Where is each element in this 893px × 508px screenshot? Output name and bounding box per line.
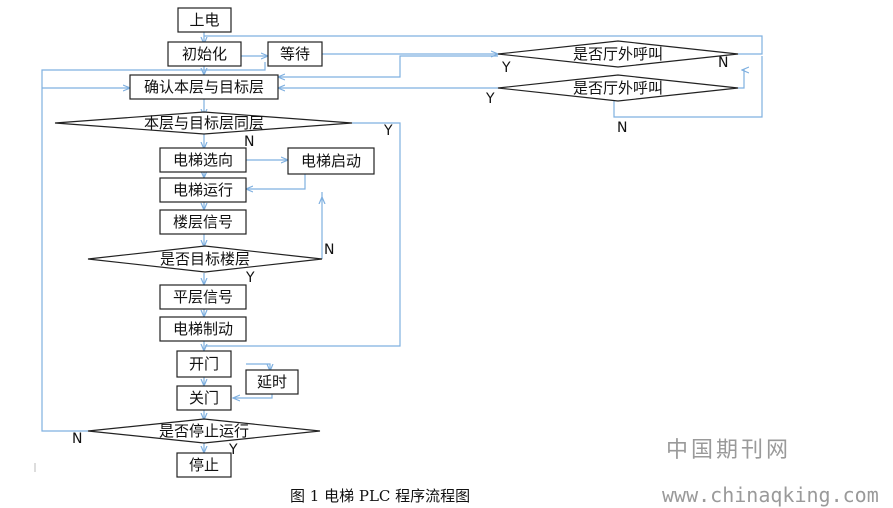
svg-text:是否停止运行: 是否停止运行 [159, 422, 249, 440]
svg-text:电梯运行: 电梯运行 [173, 181, 233, 199]
edge-start-running [246, 174, 306, 189]
node-close-door: 关门 [176, 385, 232, 411]
node-open-door: 开门 [176, 350, 232, 378]
node-running: 电梯运行 [159, 177, 247, 203]
svg-text:平层信号: 平层信号 [173, 288, 233, 306]
node-power-on: 上电 [177, 7, 232, 33]
label-stoprunning-yes: Y [228, 442, 238, 458]
node-level-signal: 平层信号 [159, 284, 247, 310]
decision-same-floor: 本层与目标层同层 [54, 111, 353, 135]
node-wait: 等待 [267, 41, 323, 67]
edge-delay-close [233, 394, 273, 398]
svg-text:电梯制动: 电梯制动 [173, 320, 233, 338]
svg-text:关门: 关门 [189, 389, 219, 407]
svg-text:电梯选向: 电梯选向 [173, 151, 233, 169]
decision-stop-running: 是否停止运行 [87, 418, 321, 444]
node-floor-signal: 楼层信号 [159, 209, 247, 235]
svg-text:初始化: 初始化 [182, 45, 227, 63]
watermark-title: 中国期刊网 [666, 438, 791, 463]
node-delay: 延时 [245, 369, 299, 395]
svg-text:停止: 停止 [189, 456, 219, 474]
svg-text:电梯启动: 电梯启动 [301, 152, 361, 170]
label-hallcall2-no: N [617, 120, 627, 136]
decision-hall-call-2: 是否厅外呼叫 [497, 74, 739, 102]
node-confirm-floor: 确认本层与目标层 [129, 74, 279, 100]
figure-caption: 图 1 电梯 PLC 程序流程图 [290, 487, 470, 505]
edge-hallcall1-yes [278, 55, 498, 77]
svg-text:开门: 开门 [189, 355, 219, 373]
node-stop: 停止 [176, 452, 232, 478]
node-select-direction: 电梯选向 [159, 147, 247, 173]
svg-text:本层与目标层同层: 本层与目标层同层 [144, 114, 264, 132]
branch-labels: Y N Y N Y N Y N Y N [72, 55, 728, 458]
edge-samefloor-yes [205, 122, 401, 347]
decision-hall-call-1: 是否厅外呼叫 [497, 40, 739, 68]
label-istarget-no: N [324, 242, 334, 258]
svg-text:是否厅外呼叫: 是否厅外呼叫 [573, 79, 663, 97]
label-hallcall1-yes: Y [501, 60, 511, 76]
svg-text:上电: 上电 [189, 11, 219, 29]
svg-text:等待: 等待 [280, 45, 310, 63]
svg-text:延时: 延时 [257, 373, 287, 391]
svg-text:楼层信号: 楼层信号 [173, 213, 233, 231]
node-start: 电梯启动 [287, 147, 375, 175]
svg-text:是否厅外呼叫: 是否厅外呼叫 [573, 45, 663, 63]
edge-stoprunning-no [41, 62, 266, 432]
edge-hallcall2-no [613, 56, 763, 118]
watermark-url: www.chinaqking.com [662, 483, 879, 507]
label-samefloor-yes: Y [383, 123, 393, 139]
svg-text:确认本层与目标层: 确认本层与目标层 [144, 78, 264, 96]
label-istarget-yes: Y [245, 270, 255, 286]
node-init: 初始化 [167, 41, 242, 67]
flow-connectors [41, 32, 763, 453]
label-samefloor-no: N [244, 134, 254, 150]
decision-is-target-floor: 是否目标楼层 [87, 245, 323, 273]
label-stoprunning-no: N [72, 431, 82, 447]
label-hallcall1-no: N [718, 55, 728, 71]
node-brake: 电梯制动 [159, 316, 247, 342]
edge-hallcall1-no [204, 35, 763, 55]
label-hallcall2-yes: Y [485, 91, 495, 107]
svg-text:是否目标楼层: 是否目标楼层 [160, 250, 250, 268]
edge-open-delay [246, 363, 270, 371]
